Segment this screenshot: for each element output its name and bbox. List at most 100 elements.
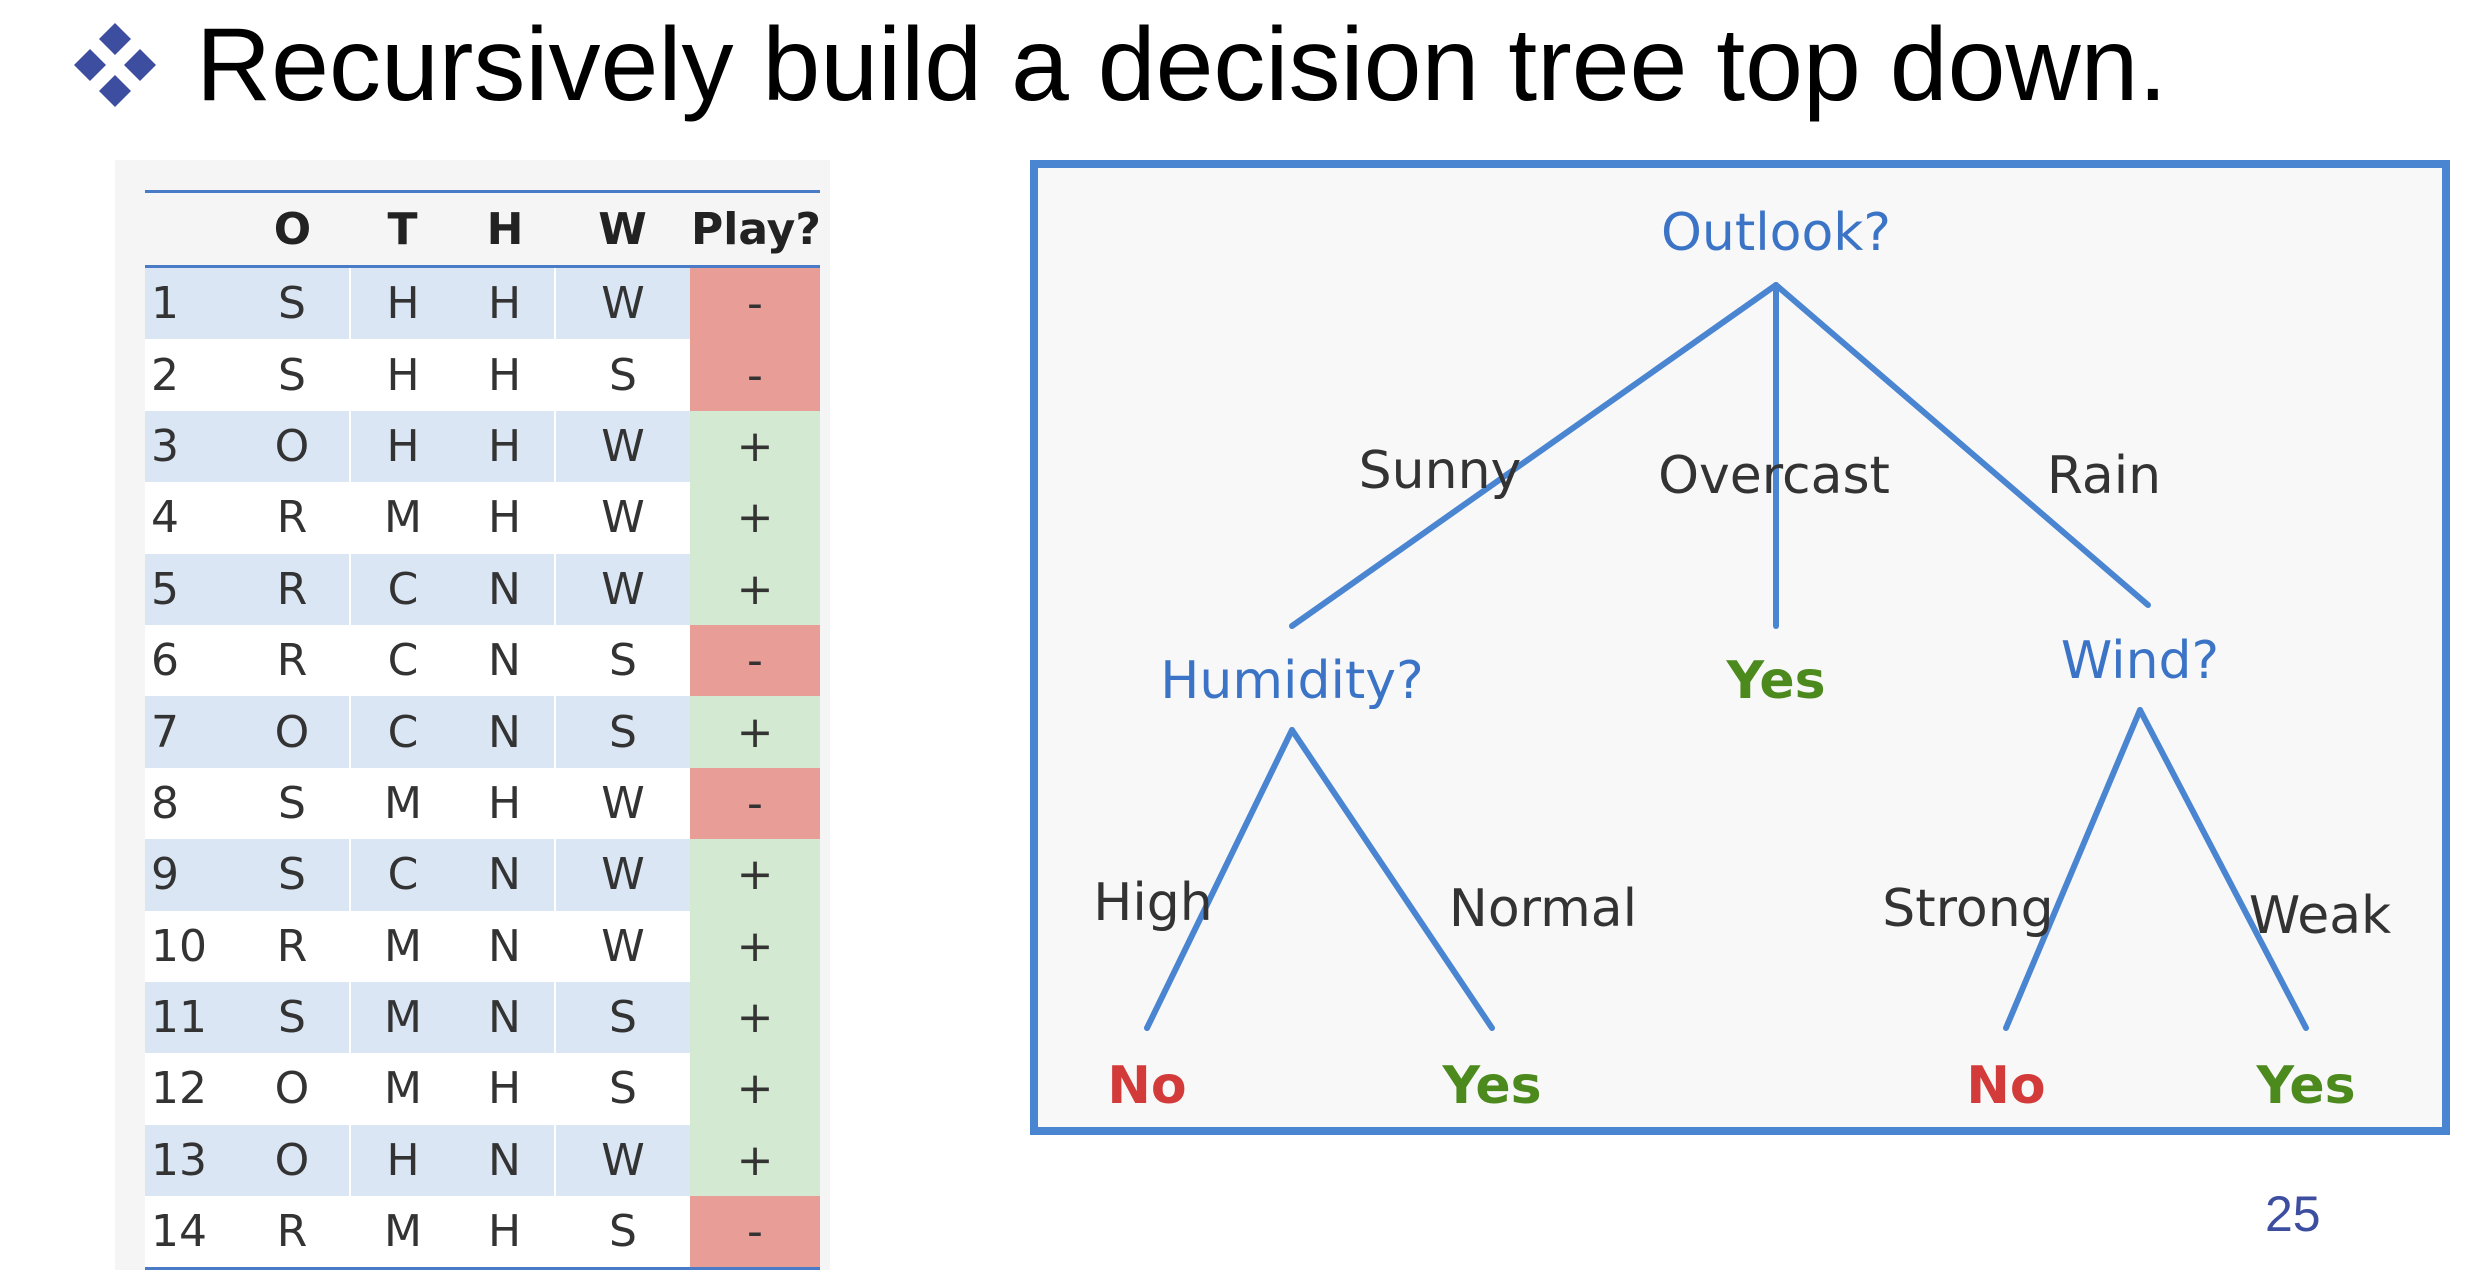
attribute-cell: M (349, 910, 455, 982)
row-index-cell: 1 (145, 266, 235, 340)
attribute-cell: R (235, 910, 350, 982)
column-header: O (235, 190, 350, 268)
attribute-cell: S (235, 839, 350, 911)
root-node-outlook: Outlook? (1661, 203, 1891, 263)
attribute-cell: N (455, 839, 555, 911)
edge-normal-line (1289, 727, 1495, 1031)
attribute-cell: H (455, 266, 555, 340)
row-index-cell: 13 (145, 1124, 235, 1197)
attribute-cell: O (235, 410, 350, 483)
attribute-cell: O (235, 1053, 350, 1125)
row-index-cell: 3 (145, 410, 235, 483)
edge-weak-line (2137, 707, 2309, 1031)
attribute-cell: M (349, 482, 455, 554)
attribute-cell: W (554, 839, 690, 911)
edge-sunny-line (1289, 282, 1779, 629)
attribute-cell: H (455, 482, 555, 554)
edge-rain-line (1773, 282, 2151, 608)
attribute-cell: M (349, 981, 455, 1054)
attribute-cell: H (455, 339, 555, 411)
page-number: 25 (2265, 1186, 2321, 1242)
edge-label-rain: Rain (2047, 446, 2161, 506)
play-label-cell: + (690, 482, 820, 554)
play-label-cell: + (690, 1053, 820, 1125)
attribute-cell: M (349, 767, 455, 840)
play-label-cell: + (690, 981, 820, 1054)
attribute-cell: H (455, 410, 555, 483)
edge-label-weak: Weak (2249, 886, 2391, 946)
attribute-cell: H (349, 266, 455, 340)
attribute-cell: H (349, 1124, 455, 1197)
column-header: W (555, 190, 690, 268)
attribute-cell: R (235, 624, 350, 697)
attribute-cell: H (455, 1196, 555, 1271)
edge-high-line (1144, 727, 1295, 1031)
play-label-cell: - (690, 624, 820, 697)
edge-label-overcast: Overcast (1658, 446, 1890, 506)
attribute-cell: W (554, 1124, 690, 1197)
attribute-cell: W (554, 767, 690, 840)
edge-strong-line (2003, 707, 2143, 1031)
attribute-cell: O (235, 696, 350, 768)
leaf-strong-no: No (1966, 1056, 2045, 1116)
play-label-cell: + (690, 696, 820, 768)
attribute-cell: H (349, 410, 455, 483)
diamond-bullet-icon (74, 23, 156, 107)
attribute-cell: N (455, 624, 555, 697)
attribute-cell: R (235, 1196, 350, 1271)
row-index-cell: 6 (145, 624, 235, 697)
attribute-cell: N (455, 1124, 555, 1197)
play-label-cell: + (690, 910, 820, 982)
attribute-cell: S (235, 266, 350, 340)
attribute-cell: H (455, 1053, 555, 1125)
attribute-cell: N (455, 696, 555, 768)
row-index-cell: 8 (145, 767, 235, 840)
slide-title-text: Recursively build a decision tree top do… (196, 6, 2168, 123)
attribute-cell: S (235, 339, 350, 411)
play-label-cell: + (690, 410, 820, 483)
attribute-cell: S (554, 1053, 690, 1125)
row-index-cell: 7 (145, 696, 235, 768)
attribute-cell: N (455, 981, 555, 1054)
row-index-cell: 5 (145, 553, 235, 625)
attribute-cell: W (554, 553, 690, 625)
node-wind: Wind? (2061, 631, 2219, 691)
row-index-cell: 9 (145, 839, 235, 911)
play-label-cell: - (690, 1196, 820, 1271)
attribute-cell: M (349, 1053, 455, 1125)
attribute-cell: O (235, 1124, 350, 1197)
play-label-cell: - (690, 767, 820, 840)
row-index-cell: 12 (145, 1053, 235, 1125)
play-label-cell: - (690, 266, 820, 340)
play-label-cell: + (690, 839, 820, 911)
decision-tree-panel: Outlook? Sunny Overcast Rain Humidity? Y… (1030, 160, 2450, 1135)
slide-title: Recursively build a decision tree top do… (60, 0, 2167, 130)
attribute-cell: W (554, 266, 690, 340)
row-index-cell: 10 (145, 910, 235, 982)
column-header: Play? (690, 190, 821, 268)
edge-label-normal: Normal (1449, 879, 1637, 939)
attribute-cell: W (554, 910, 690, 982)
column-header (145, 190, 235, 268)
row-index-cell: 2 (145, 339, 235, 411)
attribute-cell: H (455, 767, 555, 840)
node-humidity: Humidity? (1160, 651, 1423, 711)
attribute-cell: S (554, 339, 690, 411)
column-header: H (455, 190, 555, 268)
row-index-cell: 4 (145, 482, 235, 554)
attribute-cell: R (235, 553, 350, 625)
attribute-cell: S (554, 624, 690, 697)
table-header-row: O T H W Play? (145, 190, 821, 268)
